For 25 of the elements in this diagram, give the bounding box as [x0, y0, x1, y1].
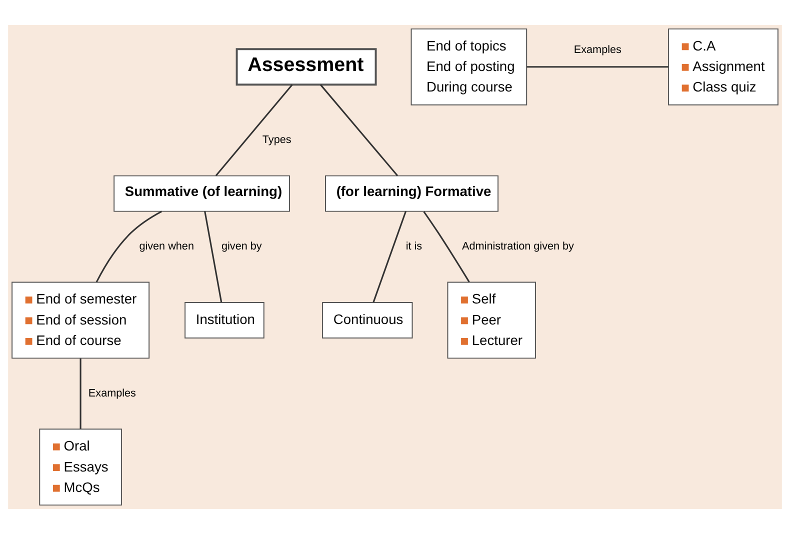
- edge-label: Administration given by: [462, 240, 574, 253]
- node-box: Summative (of learning): [114, 175, 290, 212]
- connector: [80, 358, 82, 429]
- connector: [423, 211, 470, 282]
- node-box: (for learning) Formative: [325, 175, 498, 212]
- node-box: Assessment: [236, 48, 377, 86]
- connector: [96, 210, 162, 283]
- edge-label: given when: [139, 240, 194, 253]
- edge-label: Examples: [88, 387, 136, 400]
- connector: [320, 84, 398, 176]
- edge-label: Examples: [574, 44, 622, 56]
- connector: [215, 84, 293, 176]
- node-box: End of semester End of session End of course: [12, 282, 150, 359]
- connector: [372, 211, 407, 303]
- node-box: Self Peer Lecturer: [447, 282, 536, 359]
- node-box: C.A Assignment Class quiz: [668, 28, 778, 106]
- node-box: Oral Essays McQs: [39, 428, 122, 506]
- connector: [204, 211, 222, 302]
- node-box: End of topics End of posting During course: [410, 28, 528, 106]
- edge-label: given by: [222, 240, 262, 253]
- connector: [526, 66, 668, 68]
- node-box: Continuous: [322, 302, 413, 338]
- edge-label: it is: [406, 240, 422, 253]
- node-box: Institution: [184, 302, 264, 338]
- edge-label: Types: [262, 134, 292, 146]
